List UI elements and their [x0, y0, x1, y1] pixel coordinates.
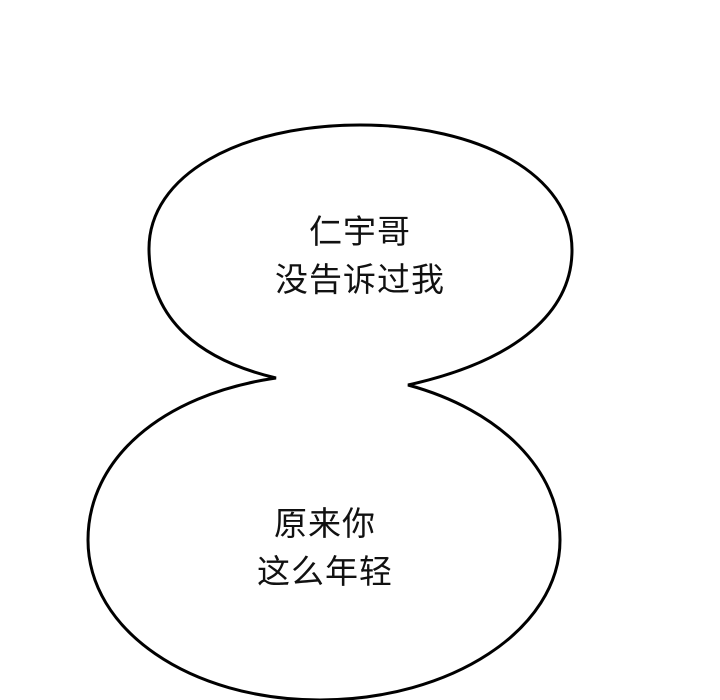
- dialogue-line: 原来你: [274, 504, 376, 543]
- dialogue-line: 这么年轻: [257, 552, 393, 591]
- speech-bubble-bottom-text: 原来你 这么年轻: [205, 500, 445, 596]
- dialogue-line: 仁宇哥: [309, 212, 411, 251]
- speech-bubble-outline: [86, 123, 574, 700]
- speech-bubble-top-text: 仁宇哥 没告诉过我: [240, 208, 480, 304]
- dialogue-line: 没告诉过我: [275, 260, 445, 299]
